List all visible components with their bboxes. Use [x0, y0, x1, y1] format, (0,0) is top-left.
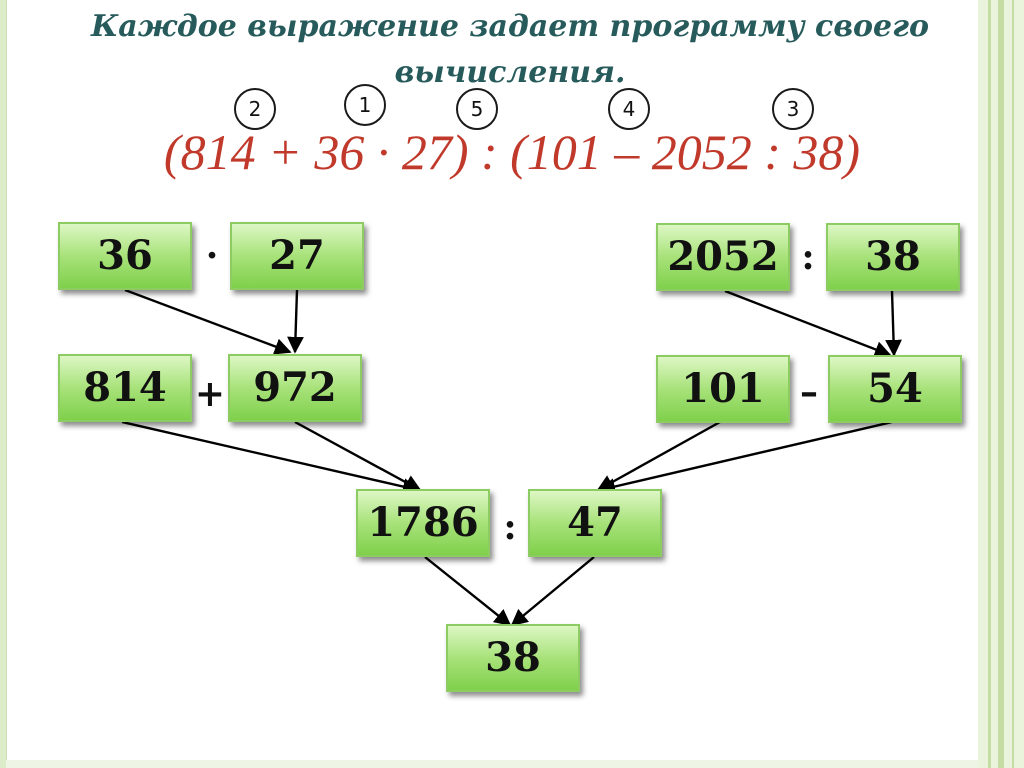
order-marker-3: 3 — [772, 88, 814, 130]
slide-title: Каждое выражение задает программу своего… — [60, 4, 960, 96]
box-54: 54 — [828, 355, 962, 423]
box-27: 27 — [230, 222, 364, 290]
result-box-38: 38 — [446, 624, 580, 692]
arrow-38-to-54 — [885, 290, 902, 357]
box-47: 47 — [528, 489, 662, 557]
order-marker-4: 4 — [608, 88, 650, 130]
box-814: 814 — [58, 354, 192, 422]
math-expression: (814 + 36 · 27) : (101 – 2052 : 38) — [163, 124, 861, 180]
order-marker-2: 2 — [234, 88, 276, 130]
frame-left-border — [0, 0, 7, 768]
arrow-1786-to-38 — [424, 556, 512, 627]
box-101: 101 — [656, 355, 790, 423]
operator-multiply: · — [205, 235, 219, 277]
order-marker-1: 1 — [344, 84, 386, 126]
operator-plus: + — [194, 373, 226, 415]
arrow-36-to-972 — [124, 288, 292, 355]
arrow-101-to-47 — [596, 420, 721, 492]
frame-right-line — [998, 0, 1004, 768]
operator-divide-final: : — [503, 506, 517, 548]
frame-bottom-border — [6, 760, 978, 768]
arrow-814-to-1786 — [121, 420, 420, 495]
slide-title-line2: вычисления. — [394, 55, 626, 90]
arrow-27-to-972 — [287, 289, 304, 354]
arrow-972-to-1786 — [294, 420, 422, 492]
frame-right-line — [1012, 0, 1014, 768]
frame-right-line — [988, 0, 991, 768]
arrow-54-to-47 — [598, 420, 893, 495]
box-2052: 2052 — [656, 223, 790, 291]
box-1786: 1786 — [356, 489, 490, 557]
box-38-divisor: 38 — [826, 223, 960, 291]
operator-divide: : — [801, 236, 815, 278]
box-972: 972 — [228, 354, 362, 422]
arrow-2052-to-54 — [724, 289, 892, 358]
operator-minus: – — [800, 371, 818, 413]
arrow-47-to-38 — [510, 556, 595, 627]
slide-title-line1: Каждое выражение задает программу своего — [90, 9, 930, 44]
box-36: 36 — [58, 222, 192, 290]
order-marker-5: 5 — [456, 88, 498, 130]
